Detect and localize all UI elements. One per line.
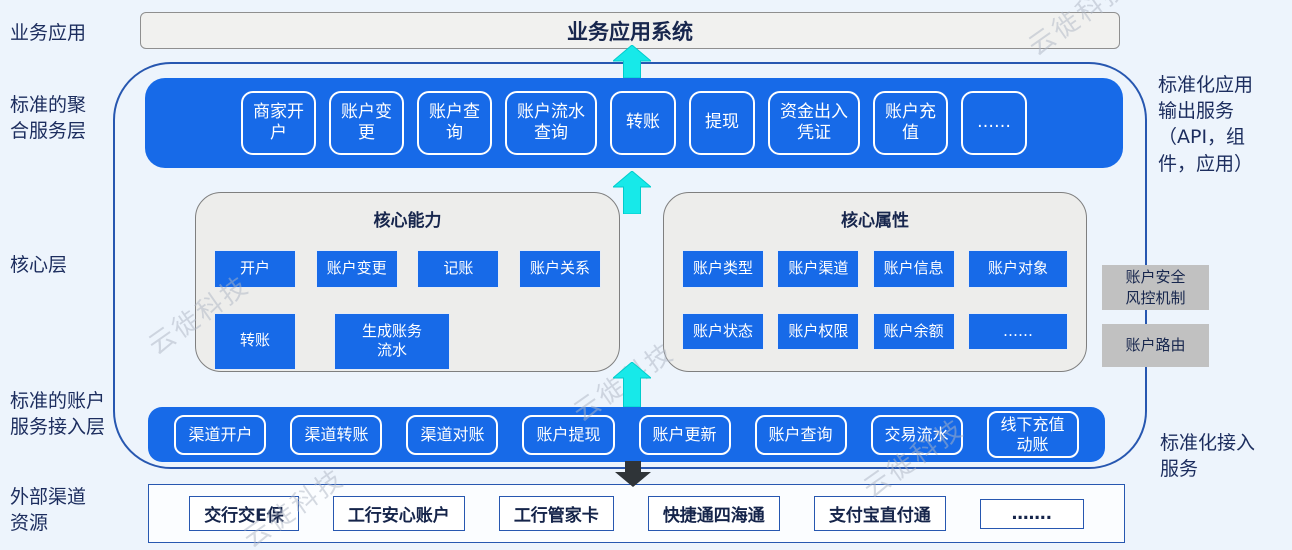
aggregation-service-bar: 商家开 户 账户变 更 账户查 询 账户流水 查询 转账 提现 资金出入 凭证 … — [145, 78, 1123, 168]
layer-label-access: 标准的账户 服务接入层 — [10, 390, 106, 439]
account-risk-control-box: 账户安全 风控机制 — [1102, 265, 1209, 310]
external-resource-item: 交行交E保 — [189, 496, 299, 531]
channel-chip: 渠道开户 — [174, 414, 267, 455]
business-app-system-title: 业务应用系统 — [567, 19, 693, 44]
attribute-button: 账户状态 — [682, 312, 765, 350]
attributes-row-1: 账户类型 账户渠道 账户信息 账户对象 — [664, 250, 1086, 288]
service-chip: 账户查 询 — [417, 91, 492, 155]
core-attributes-panel: 核心属性 账户类型 账户渠道 账户信息 账户对象 账户状态 账户权限 账户余额 … — [663, 192, 1087, 372]
service-chip: 账户变 更 — [329, 91, 404, 155]
capability-button: 账户变更 — [315, 250, 398, 288]
layer-label-external: 外部渠道 资源 — [10, 486, 87, 535]
service-chip: 账户充 值 — [873, 91, 948, 155]
channel-chip: 渠道对账 — [406, 414, 499, 455]
account-routing-box: 账户路由 — [1102, 324, 1209, 367]
attribute-button: 账户渠道 — [777, 250, 860, 288]
capabilities-row-2: 转账 生成账务 流水 — [196, 312, 619, 370]
channel-chip: 账户查询 — [754, 414, 847, 455]
service-chip: 转账 — [610, 91, 676, 155]
external-resource-item: ……. — [979, 498, 1084, 529]
capability-button: 开户 — [214, 250, 296, 288]
attributes-row-2: 账户状态 账户权限 账户余额 …… — [664, 312, 1086, 350]
label-standard-access-service: 标准化接入 服务 — [1160, 432, 1256, 481]
layer-label-business-app: 业务应用 — [10, 22, 87, 44]
down-arrow-icon — [615, 461, 651, 487]
capabilities-row-1: 开户 账户变更 记账 账户关系 — [196, 250, 619, 288]
channel-chip: 交易流水 — [870, 414, 963, 455]
external-resources-box: 交行交E保 工行安心账户 工行管家卡 快捷通四海通 支付宝直付通 ……. — [148, 484, 1125, 543]
external-resource-item: 支付宝直付通 — [813, 496, 946, 531]
channel-chip: 线下充值 动账 — [986, 411, 1079, 458]
service-chip: 商家开 户 — [241, 91, 316, 155]
core-attributes-title: 核心属性 — [841, 211, 909, 231]
attribute-button: 账户信息 — [872, 250, 955, 288]
capability-button: 记账 — [417, 250, 500, 288]
layer-label-core: 核心层 — [10, 254, 68, 276]
attribute-button: 账户类型 — [682, 250, 765, 288]
channel-chip: 账户更新 — [638, 414, 731, 455]
up-arrow-icon — [613, 171, 651, 214]
attribute-button: …… — [967, 312, 1068, 350]
core-capabilities-title: 核心能力 — [373, 211, 442, 231]
capability-button: 转账 — [214, 312, 296, 370]
up-arrow-icon — [613, 362, 651, 407]
attribute-button: 账户对象 — [967, 250, 1068, 288]
label-standard-output-service: 标准化应用 输出服务 （API，组 件，应用） — [1158, 74, 1254, 175]
up-arrow-icon — [613, 45, 651, 78]
service-chip: 账户流水 查询 — [505, 91, 597, 155]
layer-label-aggregation: 标准的聚 合服务层 — [10, 94, 87, 143]
attribute-button: 账户权限 — [777, 312, 860, 350]
service-chip: …… — [961, 91, 1027, 155]
external-resource-item: 快捷通四海通 — [647, 496, 780, 531]
core-capabilities-panel: 核心能力 开户 账户变更 记账 账户关系 转账 生成账务 流水 — [195, 192, 620, 372]
channel-chip: 渠道转账 — [290, 414, 383, 455]
capability-button: 生成账务 流水 — [334, 312, 450, 370]
business-app-system-box: 业务应用系统 — [140, 12, 1120, 49]
channel-chip: 账户提现 — [522, 414, 615, 455]
attribute-button: 账户余额 — [872, 312, 955, 350]
capability-button: 账户关系 — [518, 250, 601, 288]
external-resource-item: 工行安心账户 — [332, 496, 465, 531]
service-chip: 提现 — [689, 91, 755, 155]
external-resource-item: 工行管家卡 — [498, 496, 614, 531]
account-access-bar: 渠道开户 渠道转账 渠道对账 账户提现 账户更新 账户查询 交易流水 线下充值 … — [148, 407, 1105, 462]
service-chip: 资金出入 凭证 — [768, 91, 860, 155]
